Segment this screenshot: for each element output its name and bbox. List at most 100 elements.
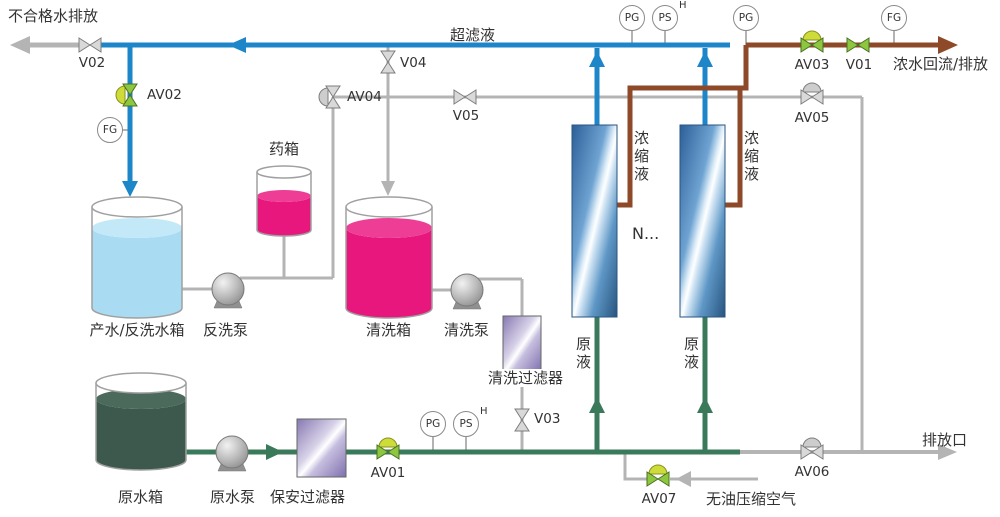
pg-gauge-concentrate: PG bbox=[733, 5, 759, 31]
label-concentrate-1: 浓缩液 bbox=[632, 130, 650, 184]
label-feed-2: 原液 bbox=[682, 336, 700, 372]
membrane-module-1 bbox=[571, 124, 618, 318]
tank-liquid bbox=[257, 196, 311, 236]
arrow-concentrate-right bbox=[938, 36, 958, 54]
tank-liquid bbox=[92, 228, 182, 318]
arrow-ultrafiltrate-left bbox=[228, 37, 246, 53]
cleaning-tank bbox=[345, 196, 433, 319]
arrow-discharge-right bbox=[938, 444, 957, 460]
label-concentrate-return: 浓水回流/排放 bbox=[893, 55, 989, 73]
valve-actuator-dome bbox=[115, 85, 126, 105]
ps-high-mark-top: H bbox=[679, 0, 687, 11]
tank-liquid-surface bbox=[257, 190, 311, 202]
label-v03: V03 bbox=[534, 411, 561, 427]
valve-actuator-dome bbox=[648, 464, 668, 475]
arrow-raw-right bbox=[266, 444, 283, 460]
backwash-pump bbox=[211, 272, 245, 309]
label-av01: AV01 bbox=[370, 465, 406, 481]
tank-outline bbox=[95, 383, 187, 471]
gauge-label: PS bbox=[459, 418, 473, 430]
valve-actuator-dome bbox=[318, 87, 329, 107]
label-raw-water-tank: 原水箱 bbox=[118, 488, 164, 506]
label-av02: AV02 bbox=[147, 87, 182, 103]
tank-liquid-surface bbox=[96, 389, 186, 409]
tank-top bbox=[95, 372, 187, 394]
pump-body bbox=[211, 272, 245, 306]
gauge-label: FG bbox=[102, 124, 118, 136]
label-av04: AV04 bbox=[347, 89, 382, 105]
tank-liquid bbox=[96, 399, 186, 470]
tank-outline bbox=[256, 172, 312, 237]
label-av07: AV07 bbox=[641, 491, 677, 507]
valve-v03 bbox=[514, 408, 530, 432]
label-feed-1: 原液 bbox=[574, 336, 592, 372]
label-v04: V04 bbox=[400, 55, 427, 71]
valve-av04 bbox=[318, 85, 341, 109]
arrow-feed-up-1 bbox=[589, 397, 605, 413]
valve-actuator-dome bbox=[802, 30, 822, 41]
pipe-cleaning-network bbox=[432, 277, 524, 452]
label-cleaning-filter: 清洗过滤器 bbox=[486, 369, 566, 387]
ps-gauge-permeate: PS bbox=[652, 5, 678, 31]
pipe-air-line bbox=[623, 452, 758, 481]
valve-v04 bbox=[380, 50, 396, 74]
label-concentrate-2: 浓缩液 bbox=[742, 130, 760, 184]
arrow-feed-up-2 bbox=[697, 397, 713, 413]
raw-water-pump bbox=[215, 435, 249, 472]
valve-body bbox=[380, 50, 396, 74]
pg-gauge-feed: PG bbox=[420, 411, 446, 437]
label-compressed-air: 无油压缩空气 bbox=[706, 490, 797, 508]
label-security-filter: 保安过滤器 bbox=[270, 488, 346, 506]
chemical-tank bbox=[256, 165, 312, 237]
label-av03: AV03 bbox=[794, 57, 830, 73]
gauge-label: PG bbox=[425, 418, 441, 430]
raw-water-tank bbox=[95, 372, 187, 471]
label-membrane-more: N... bbox=[632, 224, 660, 243]
ps-gauge-feed: PS bbox=[453, 411, 479, 437]
label-discharge-outlet: 排放口 bbox=[922, 431, 968, 449]
label-chemical-tank: 药箱 bbox=[268, 140, 299, 158]
arrow-permeate-up-1 bbox=[589, 51, 605, 67]
label-unqualified-water: 不合格水排放 bbox=[8, 7, 99, 25]
valve-av03 bbox=[800, 30, 824, 53]
tank-outline bbox=[345, 207, 433, 319]
ps-high-mark-feed: H bbox=[480, 406, 488, 417]
security-filter bbox=[296, 418, 347, 478]
valve-av07 bbox=[646, 464, 670, 487]
arrow-unqualified-left bbox=[10, 36, 30, 54]
valve-av02 bbox=[115, 83, 138, 107]
valve-actuator-dome bbox=[378, 437, 398, 448]
cleaning-filter bbox=[502, 315, 542, 373]
tank-liquid bbox=[346, 228, 432, 318]
tank-top bbox=[345, 196, 433, 218]
gauge-label: PS bbox=[658, 12, 672, 24]
valve-av05 bbox=[800, 82, 824, 105]
arrow-permeate-up-2 bbox=[697, 51, 713, 67]
valve-body bbox=[453, 89, 477, 105]
fg-gauge-product: FG bbox=[97, 117, 123, 143]
tank-top bbox=[256, 165, 312, 179]
label-av06: AV06 bbox=[794, 464, 830, 480]
valve-av01 bbox=[376, 437, 400, 460]
valve-v01 bbox=[846, 37, 870, 53]
tank-liquid-surface bbox=[346, 218, 432, 238]
pump-body bbox=[215, 435, 249, 469]
label-backwash-pump: 反洗泵 bbox=[203, 321, 249, 339]
valve-av06 bbox=[800, 437, 824, 460]
valve-body bbox=[376, 444, 400, 460]
valve-body bbox=[514, 408, 530, 432]
fg-gauge-concentrate: FG bbox=[881, 5, 907, 31]
label-v05: V05 bbox=[452, 108, 480, 124]
label-cleaning-tank: 清洗箱 bbox=[366, 321, 412, 339]
valve-body bbox=[325, 85, 341, 109]
pg-gauge-permeate: PG bbox=[619, 5, 645, 31]
valve-v02 bbox=[78, 37, 102, 53]
gauge-label: FG bbox=[886, 12, 902, 24]
label-v01: V01 bbox=[845, 57, 873, 73]
label-v02: V02 bbox=[78, 55, 106, 71]
arrow-into-clean-tank bbox=[381, 181, 395, 196]
arrow-into-product-tank bbox=[122, 181, 138, 197]
valve-body bbox=[846, 37, 870, 53]
